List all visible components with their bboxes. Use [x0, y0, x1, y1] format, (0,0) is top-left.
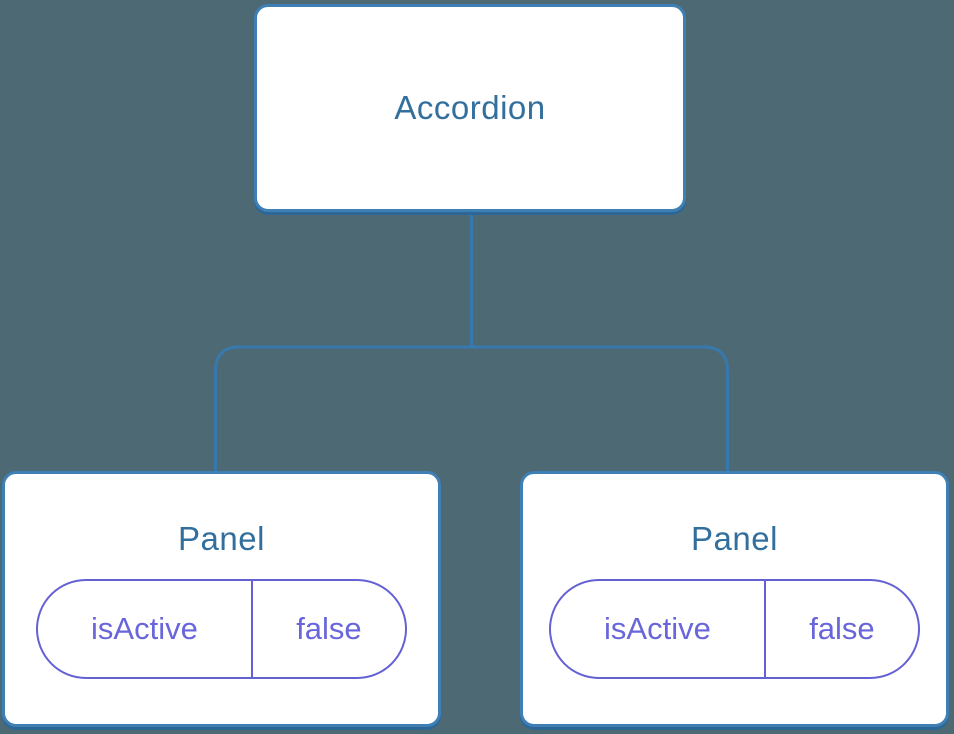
connector-bracket — [214, 345, 729, 473]
prop-pill: isActive false — [36, 579, 407, 679]
panel-node-label: Panel — [691, 520, 778, 557]
prop-name: isActive — [38, 581, 253, 677]
prop-pill: isActive false — [549, 579, 920, 679]
panel-node-left: Panel isActive false — [2, 471, 441, 727]
prop-value: false — [296, 611, 362, 646]
prop-value: false — [809, 611, 875, 646]
prop-name: isActive — [551, 581, 766, 677]
panel-node-right: Panel isActive false — [520, 471, 949, 727]
accordion-node-label: Accordion — [394, 89, 546, 126]
panel-node-label: Panel — [178, 520, 265, 557]
accordion-node: Accordion — [254, 4, 686, 212]
